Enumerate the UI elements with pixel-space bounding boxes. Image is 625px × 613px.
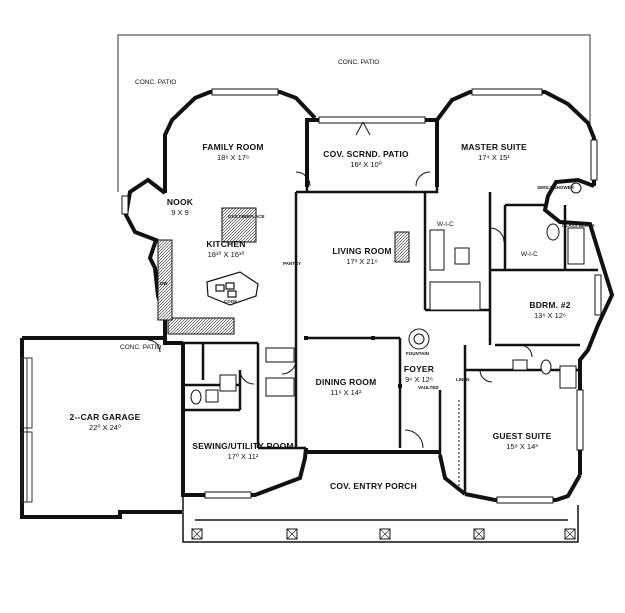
columns [304,336,402,388]
patio-garage-label: CONC. PATIO [120,344,162,351]
cook-label: COOK [224,299,238,304]
room-name: NOOK [166,197,194,207]
pantry-label: PANTRY [283,261,301,266]
windows [121,88,602,504]
porch-label: COV. ENTRY PORCH [330,481,417,491]
vaulted-label: VAULTED [418,385,439,390]
room-dining: DINING ROOM 11⁶ X 14² [316,378,377,396]
room-name: DINING ROOM [315,377,377,387]
room-name: FOYER [403,364,435,374]
kitchen-island [206,271,259,306]
room-dimensions: 18¹⁰ X 16¹⁰ [207,249,245,259]
room-kitchen: KITCHEN 18¹⁰ X 16¹⁰ [206,240,245,258]
room-name: 2--CAR GARAGE [69,412,141,422]
room-bedroom-2: BDRM. #2 13⁶ X 12⁶ [529,301,570,319]
room-guest-suite: GUEST SUITE 15⁸ X 14³ [493,432,552,450]
kitchen-counters [157,207,410,335]
patio-top-label: CONC. PATIO [338,59,380,66]
room-name: SEWING/UTILITY ROOM [192,441,294,451]
room-dimensions: 9⁶ X 12⁶ [405,374,433,384]
fireplace-label: GAS FIREPLACE [228,214,265,219]
garage-doors [21,357,33,503]
doors [147,121,533,449]
wic-bdrm-label: W-I-C [521,251,538,258]
room-name: FAMILY ROOM [202,142,264,152]
room-living: LIVING ROOM 17³ X 21⁶ [332,247,391,265]
room-nook: NOOK 9 X 9 [167,198,193,216]
room-dimensions: 17⁰ X 11² [227,451,259,461]
room-foyer: FOYER 9⁶ X 12⁶ [404,365,434,383]
fixtures [190,182,585,405]
room-dimensions: 17³ X 21⁶ [346,256,378,266]
room-name: GUEST SUITE [492,431,552,441]
room-dimensions: 22⁰ X 24⁰ [89,422,121,432]
room-garage: 2--CAR GARAGE 22⁰ X 24⁰ [69,413,140,431]
room-screened-patio: COV. SCRND. PATIO 16² X 10⁰ [323,150,408,168]
linen-label: LINEN [456,377,470,382]
room-dimensions: 13⁶ X 12⁶ [533,310,567,320]
room-dimensions: 18⁸ X 17⁶ [216,152,250,162]
room-family: FAMILY ROOM 18⁸ X 17⁶ [202,143,263,161]
dw-label: DW [160,281,168,286]
room-dimensions: 17⁴ X 15¹ [478,152,510,162]
exterior-walls [20,90,615,519]
room-name: KITCHEN [206,239,246,249]
room-sewing-utility: SEWING/UTILITY ROOM 17⁰ X 11² [192,442,293,460]
room-dimensions: 9 X 9 [171,207,189,217]
glass-block-label: GLASS BLOCK [562,223,595,228]
room-name: BDRM. #2 [529,300,571,310]
porch-posts [191,528,576,540]
room-master-suite: MASTER SUITE 17⁴ X 15¹ [461,143,527,161]
patio-left-label: CONC. PATIO [135,79,177,86]
room-name: LIVING ROOM [332,246,392,256]
room-dimensions: 16² X 10⁰ [350,159,382,169]
spa-label: SMOLT SHOWER [537,185,574,190]
room-dimensions: 15⁸ X 14³ [506,441,538,451]
room-dimensions: 11⁶ X 14² [330,387,362,397]
porch [182,495,579,543]
patio-outline [117,34,591,192]
wic-master-label: W-I-C [437,221,454,228]
room-name: COV. SCRND. PATIO [323,149,409,159]
room-name: MASTER SUITE [461,142,527,152]
fountain-label: FOUNTAIN [406,351,429,356]
